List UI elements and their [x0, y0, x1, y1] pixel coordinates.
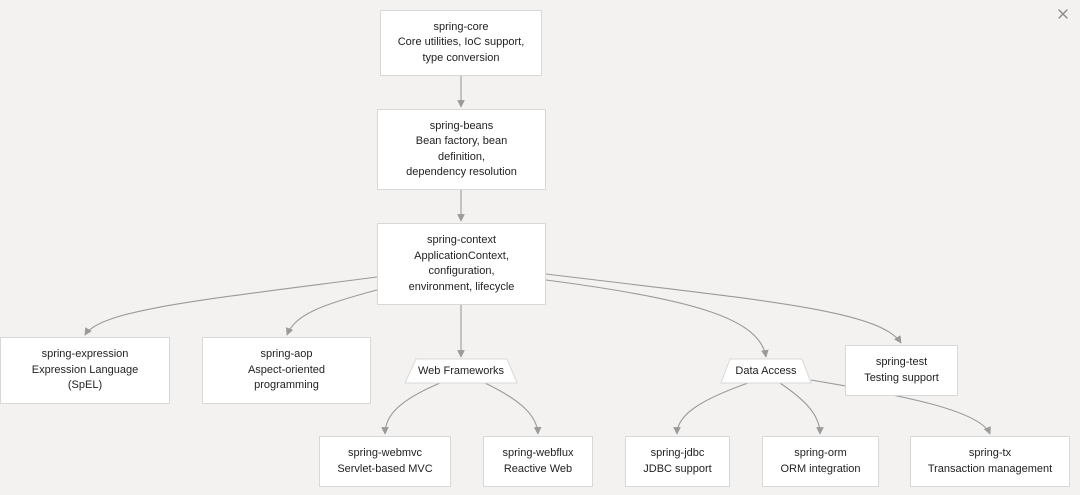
node-description-line: dependency resolution [406, 166, 517, 178]
node-description-line: Expression Language [31, 363, 139, 376]
close-icon[interactable] [1055, 6, 1071, 22]
edge-context-test [545, 273, 902, 344]
node-spring-core[interactable]: spring-core Core utilities, IoC support,… [380, 10, 542, 76]
node-description-line: JDBC support [643, 462, 712, 475]
node-spring-context[interactable]: spring-context ApplicationContext, confi… [377, 223, 546, 305]
edge-context-expression [84, 276, 378, 336]
node-title: spring-context [426, 234, 497, 246]
edge-data-tx [810, 379, 991, 435]
node-spring-tx[interactable]: spring-tx Transaction management [910, 436, 1070, 487]
node-description-line: (SpEL) [67, 379, 103, 392]
node-description-line: programming [254, 379, 319, 392]
group-shape-web [404, 358, 518, 384]
edge-web-webflux [484, 382, 542, 435]
node-title: spring-expression [41, 348, 129, 361]
node-description-line: ORM integration [780, 462, 861, 475]
group-shape-data [720, 358, 812, 384]
node-description-line: ApplicationContext, [414, 249, 509, 262]
node-description-line: configuration, [428, 265, 495, 277]
node-title: spring-aop [260, 348, 313, 361]
node-spring-test[interactable]: spring-test Testing support [845, 345, 958, 396]
node-spring-orm[interactable]: spring-orm ORM integration [762, 436, 879, 487]
node-title: spring-webflux [502, 447, 574, 459]
node-title: spring-tx [968, 447, 1012, 459]
edge-web-webmvc [381, 382, 441, 435]
node-description-line: Transaction management [927, 462, 1053, 475]
node-title: spring-webmvc [348, 447, 422, 459]
node-spring-aop[interactable]: spring-aop Aspect-oriented programming [202, 337, 371, 404]
edge-data-jdbc [673, 382, 749, 435]
node-title: spring-jdbc [650, 447, 705, 459]
group-web-frameworks-label[interactable]: Web Frameworks [418, 365, 504, 377]
node-description-line: Reactive Web [503, 462, 573, 475]
edge-data-orm [779, 382, 824, 435]
node-description-line: Core utilities, IoC support, [397, 36, 525, 49]
node-title: spring-core [433, 20, 489, 33]
node-title: spring-test [875, 356, 928, 368]
node-description-line: Aspect-oriented [247, 363, 326, 376]
node-spring-webflux[interactable]: spring-webflux Reactive Web [483, 436, 593, 487]
node-spring-jdbc[interactable]: spring-jdbc JDBC support [625, 436, 730, 487]
node-description-line: Servlet-based MVC [337, 462, 433, 475]
node-description-line: Bean factory, bean [415, 135, 508, 147]
node-title: spring-orm [794, 447, 847, 459]
node-description-line: definition, [437, 150, 486, 163]
node-spring-expression[interactable]: spring-expression Expression Language (S… [0, 337, 170, 404]
group-data-access-label[interactable]: Data Access [735, 365, 797, 377]
edge-context-aop [286, 289, 378, 336]
node-title: spring-beans [429, 119, 494, 132]
node-spring-webmvc[interactable]: spring-webmvc Servlet-based MVC [319, 436, 451, 487]
node-description-line: Testing support [864, 371, 939, 384]
edge-context-data [545, 279, 769, 358]
node-description-line: type conversion [422, 51, 500, 64]
node-description-line: environment, lifecycle [408, 280, 515, 293]
node-spring-beans[interactable]: spring-beans Bean factory, bean definiti… [377, 109, 546, 190]
